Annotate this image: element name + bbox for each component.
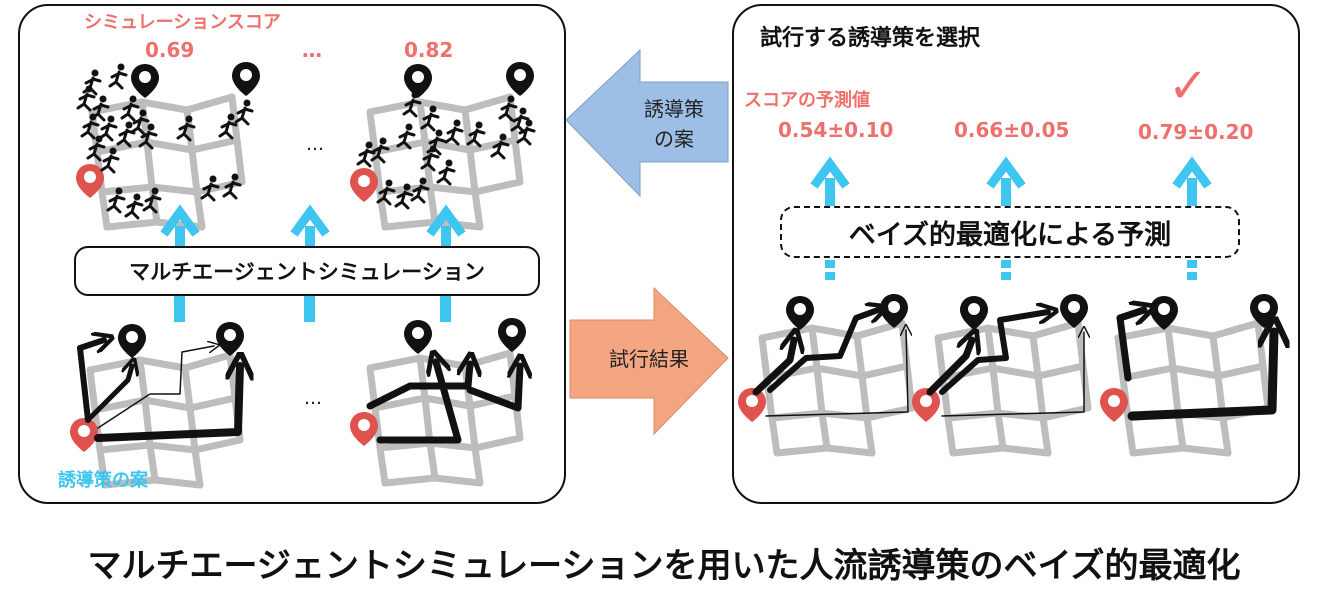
route-paths-4	[926, 312, 1084, 417]
ellipsis-top: …	[306, 134, 324, 155]
proposal-label: 誘導策の案	[58, 470, 148, 491]
proposal-arrow-label: 誘導策 の案	[644, 97, 704, 151]
start-pin-icon	[738, 388, 766, 422]
ellipsis-bottom: …	[304, 388, 322, 409]
trial-result-label: 試行結果	[609, 347, 689, 371]
route-paths-3	[752, 310, 908, 417]
route-paths-2	[366, 362, 520, 444]
goal-pin-icon	[232, 62, 260, 96]
score-label: シミュレーションスコア	[84, 12, 281, 33]
trial-result-arrow	[569, 286, 729, 436]
start-pin-icon	[912, 388, 940, 422]
start-pin-icon	[350, 168, 378, 202]
goal-pin-icon	[506, 62, 534, 96]
prediction-3: 0.79±0.20	[1138, 120, 1254, 144]
start-pin-icon	[350, 412, 378, 446]
checkmark-icon: ✓	[1168, 58, 1209, 114]
goal-pin-icon	[131, 64, 159, 98]
route-paths-1	[77, 340, 240, 442]
figure-caption: マルチエージェントシミュレーションを用いた人流誘導策のベイズ的最適化	[87, 546, 1241, 586]
route-paths-5	[1116, 310, 1274, 421]
prediction-2: 0.66±0.05	[954, 118, 1070, 142]
goal-pin-icon	[960, 296, 988, 330]
right-panel-title: 試行する誘導策を選択	[760, 26, 981, 51]
score-last: 0.82	[404, 38, 454, 62]
goal-pin-icon	[216, 322, 244, 356]
goal-pin-icon	[118, 324, 146, 358]
prediction-label: スコアの予測値	[744, 90, 870, 111]
score-first: 0.69	[145, 38, 195, 62]
start-pin-icon	[70, 418, 98, 452]
prediction-1: 0.54±0.10	[778, 118, 894, 142]
score-ellipsis: …	[302, 38, 322, 62]
start-pin-icon	[1100, 388, 1128, 422]
goal-pin-icon	[1150, 296, 1178, 330]
proposal-arrow	[565, 48, 729, 198]
goal-pin-icon	[404, 64, 432, 98]
bayesian-optimization-box: ベイズ的最適化による予測	[780, 206, 1240, 258]
goal-pin-icon	[1060, 294, 1088, 328]
goal-pin-icon	[404, 320, 432, 354]
goal-pin-icon	[498, 318, 526, 352]
simulation-box: マルチエージェントシミュレーション	[74, 246, 540, 296]
